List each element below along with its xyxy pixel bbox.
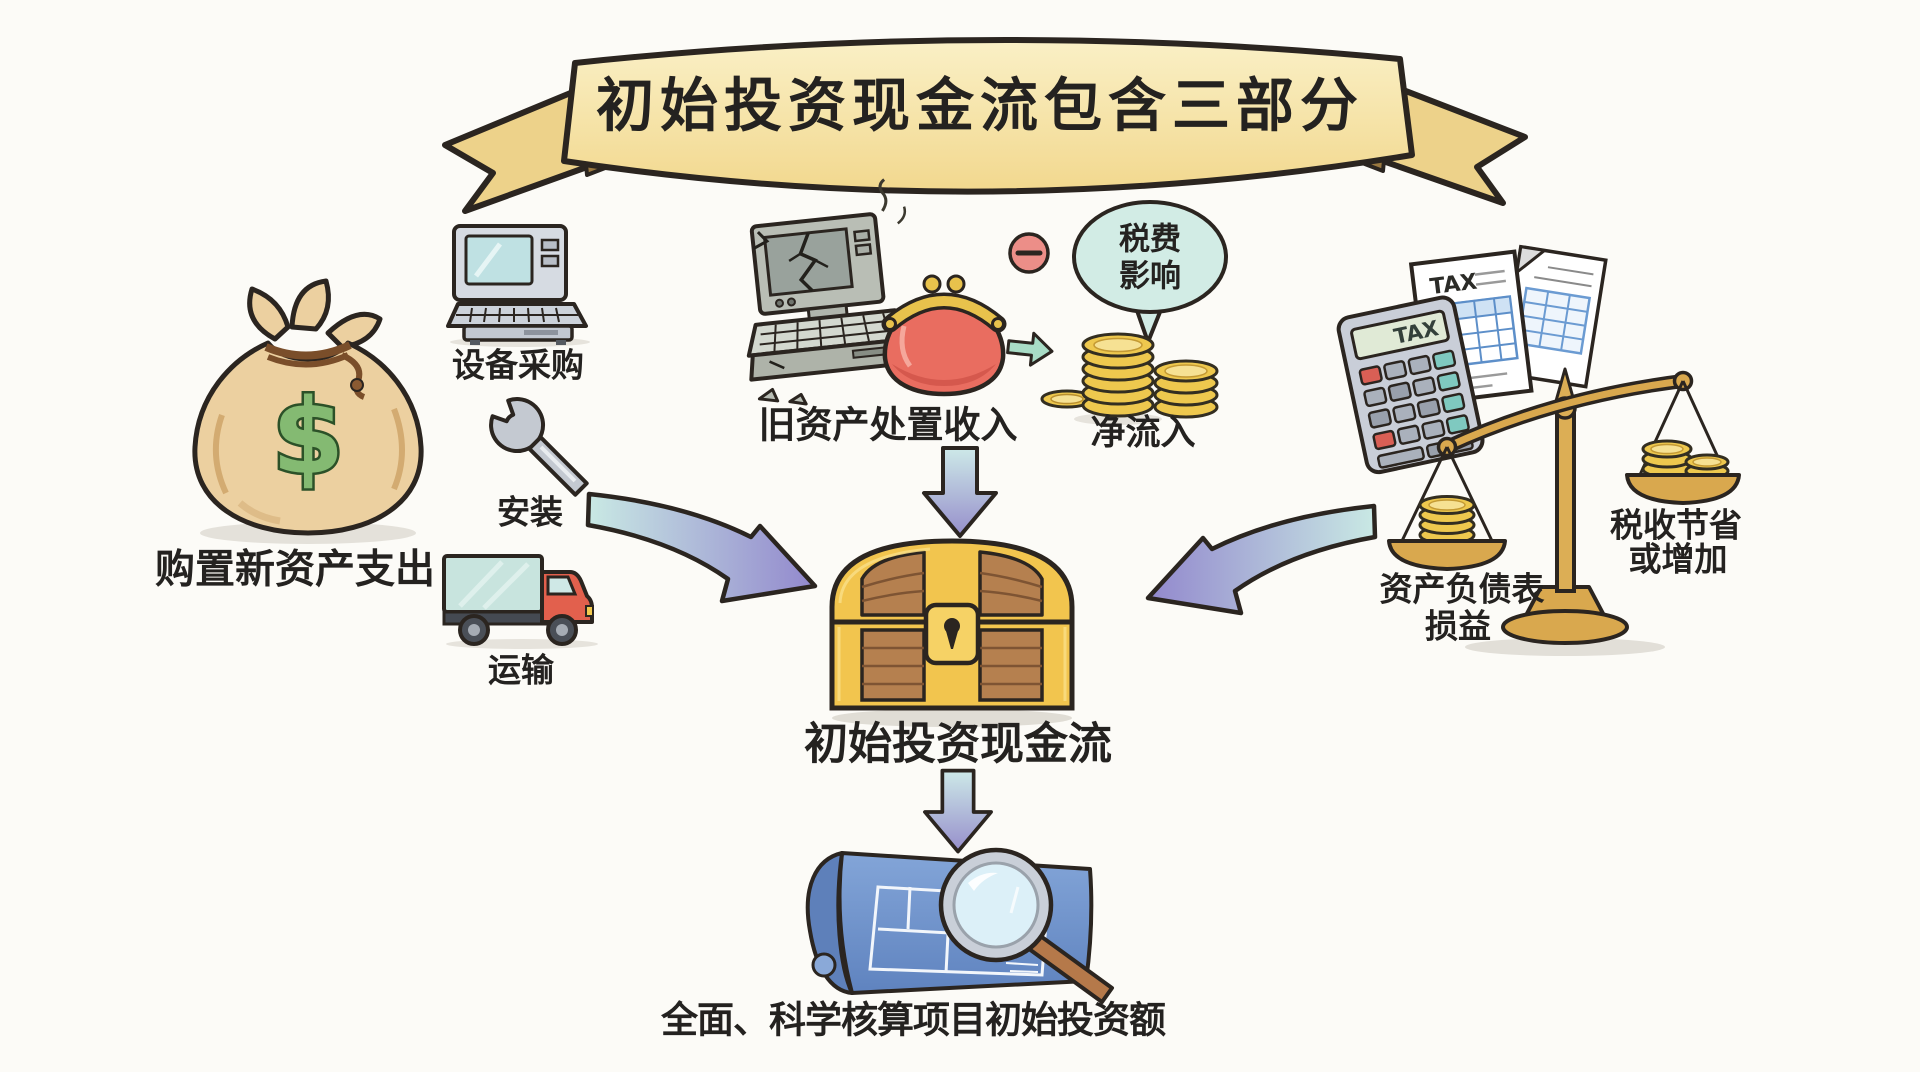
sub-item-label-install: 安装 (497, 492, 563, 532)
footer-caption: 全面、科学核算项目初始投资额 (661, 998, 1166, 1042)
truck-icon (440, 550, 605, 650)
money-bag-icon: $ (180, 265, 440, 550)
sub-item-label-transport: 运输 (488, 650, 554, 690)
net-inflow-label: 净流入 (1090, 413, 1196, 454)
left-branch-label: 购置新资产支出 (155, 546, 435, 593)
flow-arrow-right (1135, 492, 1385, 642)
flow-arrow-bottom-down (914, 766, 1002, 858)
sub-item-label-equipment: 设备采购 (452, 345, 584, 385)
tax-bubble-line2: 影响 (1119, 258, 1181, 295)
tax-bubble-line1: 税费 (1119, 221, 1181, 258)
small-right-arrow-icon (1005, 330, 1055, 370)
flow-arrow-left (575, 480, 825, 630)
ribbon-banner-icon (442, 36, 1528, 214)
middle-branch-label: 旧资产处置收入 (758, 403, 1018, 447)
title-banner (415, 25, 1555, 220)
equipment-computer-icon (440, 220, 600, 348)
blueprint-magnifier-icon (790, 835, 1130, 1005)
calculator-icon: TAX (1330, 292, 1490, 487)
right-pan-label-line2: 或增加 (1628, 539, 1728, 579)
treasure-chest-icon (812, 525, 1092, 730)
right-pan-label-line1: 税收节省 (1610, 505, 1742, 545)
banner-title: 初始投资现金流包含三部分 (595, 71, 1365, 140)
minus-icon (1005, 229, 1053, 277)
chest-label: 初始投资现金流 (804, 718, 1112, 770)
left-pan-label-line2: 损益 (1425, 606, 1491, 646)
document-title: TAX (1429, 270, 1479, 301)
coins-stack-icon (1040, 315, 1230, 425)
dollar-sign-icon: $ (272, 376, 344, 498)
flow-arrow-middle-down (915, 443, 1005, 543)
left-pan-label-line1: 资产负债表 (1379, 569, 1545, 609)
tax-impact-bubble (1068, 198, 1232, 348)
wrench-icon (485, 393, 593, 501)
coin-purse-icon (870, 262, 1018, 404)
balance-scale-icon (1355, 355, 1920, 660)
broken-computer-icon (745, 178, 921, 410)
